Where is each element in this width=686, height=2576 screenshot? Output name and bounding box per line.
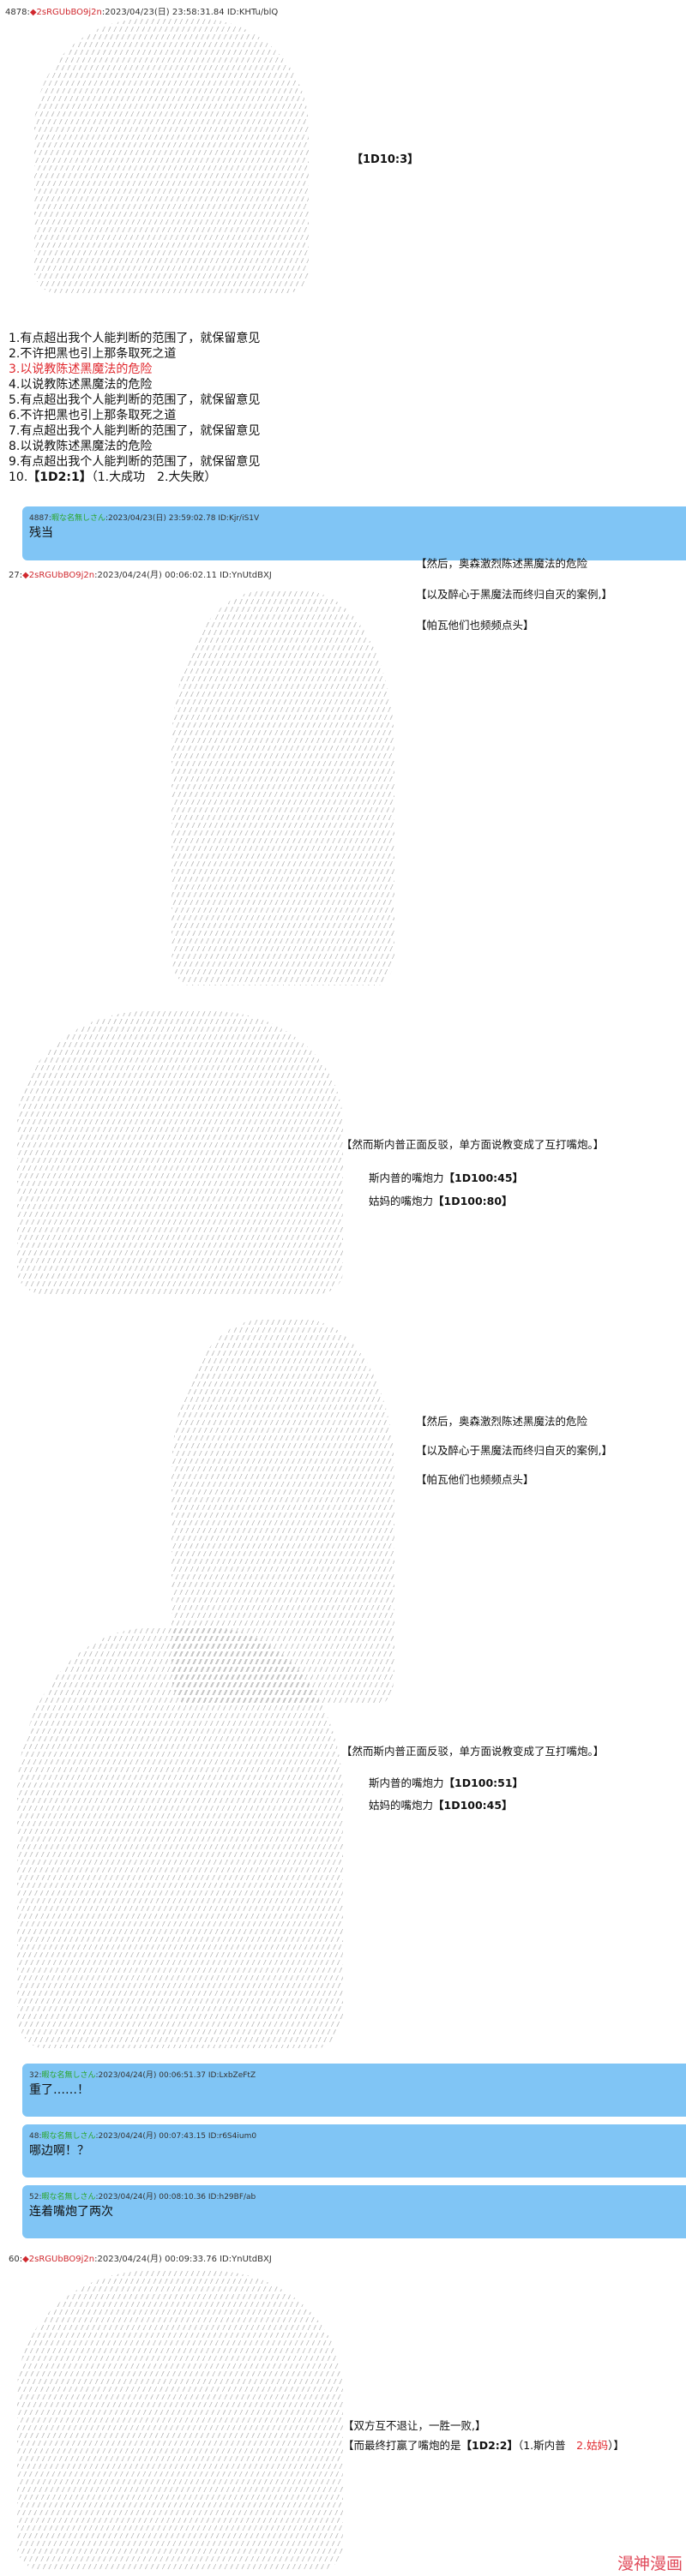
narration-panel-3: 【然后，奥森激烈陈述黑魔法的危险【以及醉心于黑魔法而终归自灭的案例,】【帕瓦他们…	[416, 1415, 612, 1486]
ascii-art	[17, 1011, 343, 1294]
ascii-art	[172, 591, 394, 985]
ascii-art	[17, 2271, 343, 2571]
choice-item: 6.不许把黑也引上那条取死之道	[9, 409, 177, 422]
choice-item: 10.【1D2:1】（1.大成功 2.大失敗）	[9, 470, 217, 484]
snape-power: 斯内普的嘴炮力【1D100:45】	[369, 1171, 524, 1184]
choice-item: 7.有点超出我个人能判断的范围了，就保留意见	[9, 424, 261, 438]
choice-item: 8.以说教陈述黑魔法的危险	[9, 440, 153, 453]
choice-item: 2.不许把黑也引上那条取死之道	[9, 347, 177, 361]
dice-result: 【1D10:3】	[352, 153, 419, 166]
snape-power: 斯内普的嘴炮力【1D100:51】	[369, 1776, 524, 1789]
aunt-power: 姑妈的嘴炮力【1D100:80】	[369, 1195, 513, 1207]
narration-panel-4: 【然而斯内普正面反驳，单方面说教变成了互打嘴炮。】	[341, 1745, 605, 1758]
reply-message: 残当	[29, 526, 53, 540]
ascii-art	[17, 1628, 343, 2048]
post-header: 60:◆2sRGUbBO9j2n:2023/04/24(月) 00:09:33.…	[9, 2255, 272, 2264]
reply-post: 32:暇な名無しさん:2023/04/24(月) 00:06:51.37 ID:…	[22, 2064, 686, 2117]
aunt-power: 姑妈的嘴炮力【1D100:45】	[369, 1799, 513, 1812]
post-meta: :2023/04/23(日) 23:58:31.84 ID:KHTu/blQ	[101, 8, 279, 17]
choice-item-selected: 3.以说教陈述黑魔法的危险	[9, 362, 153, 376]
ascii-art	[34, 19, 309, 293]
narration-panel-5: 【双方互不退让，一胜一败,】	[343, 2419, 486, 2432]
reply-message: 连着嘴炮了两次	[29, 2205, 113, 2219]
reply-message: 哪边啊！？	[29, 2144, 89, 2158]
post-header: 27:◆2sRGUbBO9j2n:2023/04/24(月) 00:06:02.…	[9, 571, 272, 580]
choice-item: 5.有点超出我个人能判断的范围了，就保留意见	[9, 393, 261, 407]
watermark: 漫神漫画	[617, 2555, 683, 2573]
final-result: 【而最终打赢了嘴炮的是【1D2:2】（1.斯内普 2.姑妈）】	[343, 2439, 624, 2452]
reply-message: 重了……！	[29, 2083, 89, 2097]
reply-post: 4887:暇な名無しさん:2023/04/23(日) 23:59:02.78 I…	[22, 506, 686, 560]
reply-post: 48:暇な名無しさん:2023/04/24(月) 00:07:43.15 ID:…	[22, 2124, 686, 2178]
narration-panel-2: 【然而斯内普正面反驳，单方面说教变成了互打嘴炮。】	[341, 1138, 605, 1151]
tripcode: ◆2sRGUbBO9j2n	[29, 8, 102, 17]
choice-item: 9.有点超出我个人能判断的范围了，就保留意见	[9, 455, 261, 469]
choice-item: 1.有点超出我个人能判断的范围了，就保留意见	[9, 332, 261, 345]
post-number: 4878:	[5, 8, 30, 17]
post-header: 4878:◆2sRGUbBO9j2n:2023/04/23(日) 23:58:3…	[5, 4, 278, 17]
narration-panel-1: 【然后，奥森激烈陈述黑魔法的危险【以及醉心于黑魔法而终归自灭的案例,】【帕瓦他们…	[416, 557, 612, 632]
choice-item: 4.以说教陈述黑魔法的危险	[9, 378, 153, 392]
choice-list: 1.有点超出我个人能判断的范围了，就保留意见 2.不许把黑也引上那条取死之道 3…	[9, 331, 260, 485]
reply-post: 52:暇な名無しさん:2023/04/24(月) 00:08:10.36 ID:…	[22, 2185, 686, 2238]
